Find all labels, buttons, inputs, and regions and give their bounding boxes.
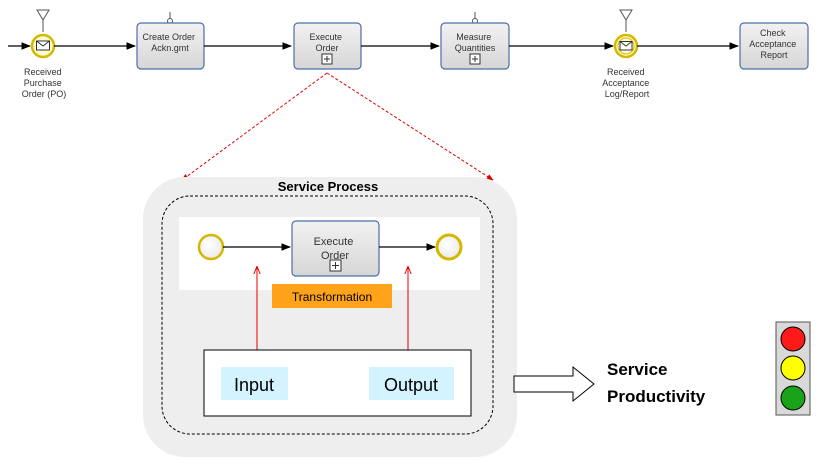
input-label: Input [234,375,274,395]
svg-text:Measure Quantities: Measure Quantities [455,32,496,53]
inner-task-execute-order[interactable]: Execute Order [291,220,380,277]
subprocess-expand-icon[interactable] [329,259,342,272]
start-event-label: Received Purchase Order (PO) [22,67,67,99]
inner-start-event[interactable] [197,233,225,261]
task-create-order[interactable]: Create Order Ackn.gmt [136,12,205,70]
service-process-boundary [161,195,494,435]
output-label: Output [384,375,438,395]
svg-text:Execute Order: Execute Order [309,32,344,53]
start-event-message[interactable] [30,9,56,59]
productivity-arrow [513,365,595,403]
task-check-acceptance-report[interactable]: Check Acceptance Report [739,22,809,70]
task-execute-order[interactable]: Execute Order [293,22,362,70]
traffic-light-red [780,326,806,352]
output-box [369,367,454,400]
task-measure-quantities[interactable]: Measure Quantities [440,12,510,70]
input-box [221,367,288,400]
svg-text:Create Order Ackn.gmt: Create Order Ackn.gmt [142,32,197,53]
transformation-label: Transformation [292,290,372,304]
zoom-arrow-left [181,72,328,181]
intermediate-event-label: Received Acceptance Log/Report [602,67,652,99]
service-process-title: Service Process [278,179,378,194]
subprocess-expand-icon[interactable] [321,53,333,65]
traffic-light-green [780,385,806,411]
svg-text:Check Acceptance R: Check Acceptance Report [749,28,799,60]
traffic-light-yellow [780,355,806,381]
zoom-arrow-right [326,72,494,181]
subprocess-expand-icon[interactable] [469,53,481,65]
traffic-light-icon [775,321,811,416]
transformation-box [272,284,392,308]
intermediate-event-message[interactable] [613,9,639,59]
svg-text:Execute Order: Execute Order [314,236,357,262]
inner-end-event[interactable] [435,233,463,261]
productivity-label: Service Productivity [607,360,706,406]
